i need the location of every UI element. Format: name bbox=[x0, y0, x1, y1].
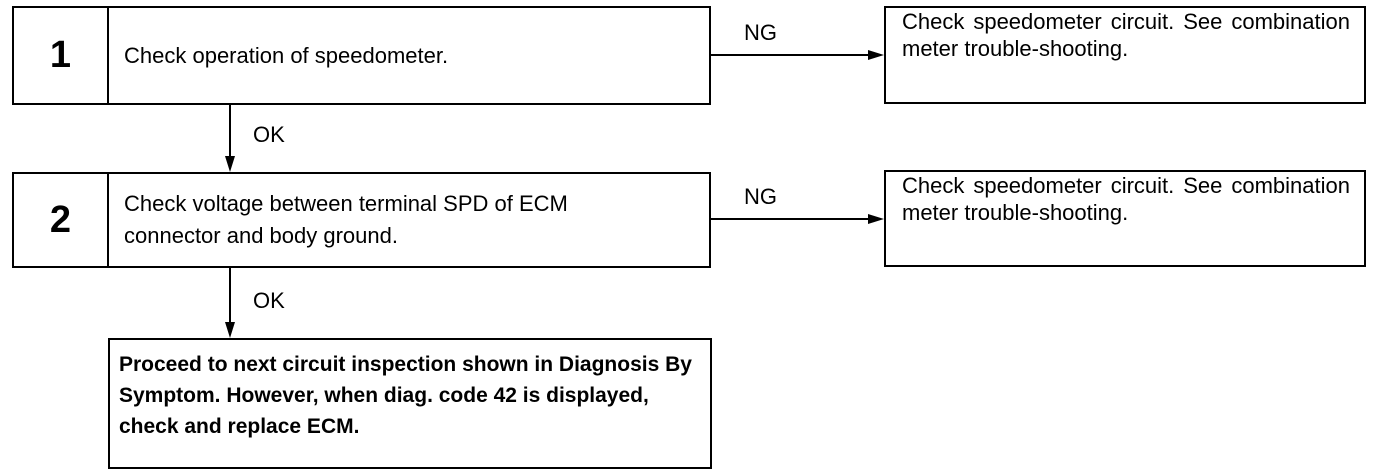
step-2-box: 2 Check voltage between terminal SPD of … bbox=[12, 172, 711, 268]
step-1-text: Check operation of speedometer. bbox=[124, 42, 449, 68]
ng-result-2-box: Check speedometer circuit. See combinati… bbox=[884, 170, 1366, 267]
ng-result-1-box: Check speedometer circuit. See combinati… bbox=[884, 6, 1366, 104]
ok-arrowhead-1 bbox=[225, 156, 235, 172]
step-2-text: Check voltage between terminal SPD of EC… bbox=[124, 191, 568, 248]
ng-arrowhead-2 bbox=[868, 214, 884, 224]
ng-label-1: NG bbox=[744, 20, 777, 45]
ok-label-1: OK bbox=[253, 122, 285, 147]
ng-arrowhead-1 bbox=[868, 50, 884, 60]
step-1-box: 1 Check operation of speedometer. bbox=[12, 6, 711, 105]
ok-label-2: OK bbox=[253, 288, 285, 313]
step-2-number: 2 bbox=[14, 174, 109, 266]
ok-arrowhead-2 bbox=[225, 322, 235, 338]
ng-result-1-text: Check speedometer circuit. See combinati… bbox=[902, 9, 1350, 61]
ng-result-2-text: Check speedometer circuit. See combinati… bbox=[902, 173, 1350, 225]
final-text: Proceed to next circuit inspection shown… bbox=[119, 353, 692, 438]
ng-label-2: NG bbox=[744, 184, 777, 209]
step-1-number: 1 bbox=[14, 8, 109, 103]
final-box: Proceed to next circuit inspection shown… bbox=[108, 338, 712, 469]
